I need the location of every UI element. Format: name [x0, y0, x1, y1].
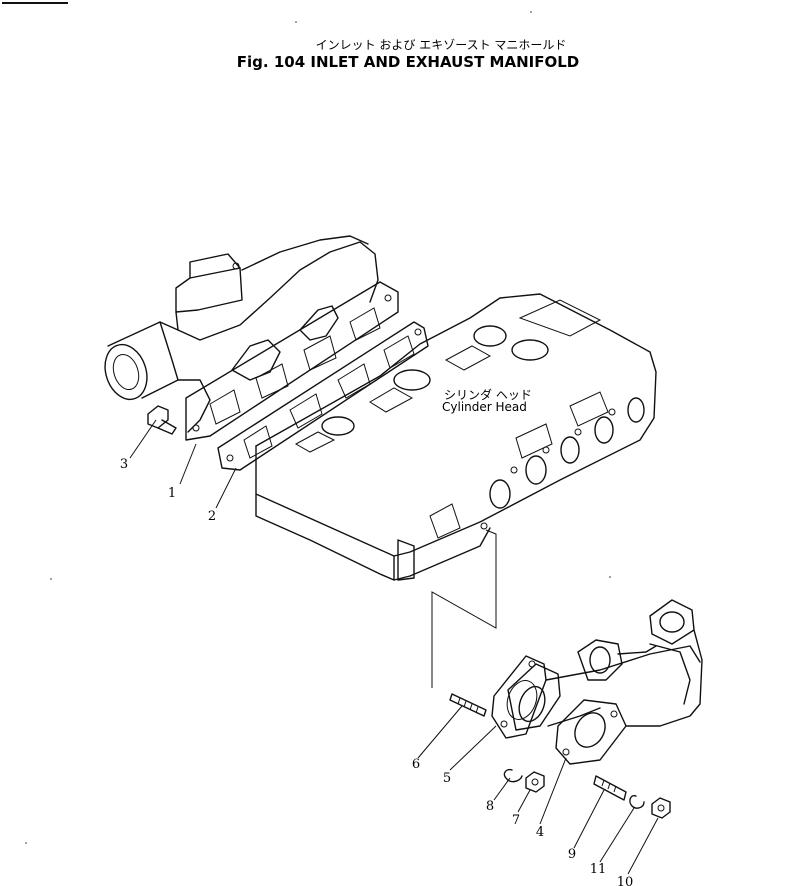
nut-10 [651, 797, 671, 819]
callout-8: 8 [486, 799, 494, 814]
callout-7: 7 [512, 813, 520, 828]
callout-3: 3 [120, 457, 128, 472]
callout-4: 4 [536, 825, 544, 840]
callout-1: 1 [168, 486, 176, 501]
lock-washer-8 [503, 768, 523, 783]
leader-lines [129, 419, 659, 875]
callout-9: 9 [568, 847, 576, 862]
cylinder-head [255, 293, 657, 581]
stud-9 [593, 775, 627, 801]
callout-5: 5 [443, 771, 451, 786]
stud-6 [449, 693, 487, 717]
callout-11: 11 [590, 862, 607, 877]
inlet-gasket-plate [185, 281, 399, 441]
exhaust-manifold-4 [507, 599, 703, 765]
nut-7 [525, 771, 545, 793]
lock-washer-11 [629, 794, 645, 809]
cylinder-head-label-en: Cylinder Head [442, 400, 527, 414]
bolt-3 [147, 405, 177, 435]
title-japanese: インレット および エキゾースト マニホールド [316, 38, 567, 52]
callout-2: 2 [208, 509, 216, 524]
inlet-manifold [104, 235, 379, 433]
figure-title: Fig. 104 INLET AND EXHAUST MANIFOLD [237, 53, 579, 71]
cylinder-head-label-jp: シリンダ ヘッド [444, 387, 532, 402]
scan-specks [25, 11, 611, 844]
callout-6: 6 [412, 757, 420, 772]
inlet-gasket [217, 321, 429, 471]
alignment-lines [431, 529, 497, 688]
callout-10: 10 [617, 875, 634, 886]
